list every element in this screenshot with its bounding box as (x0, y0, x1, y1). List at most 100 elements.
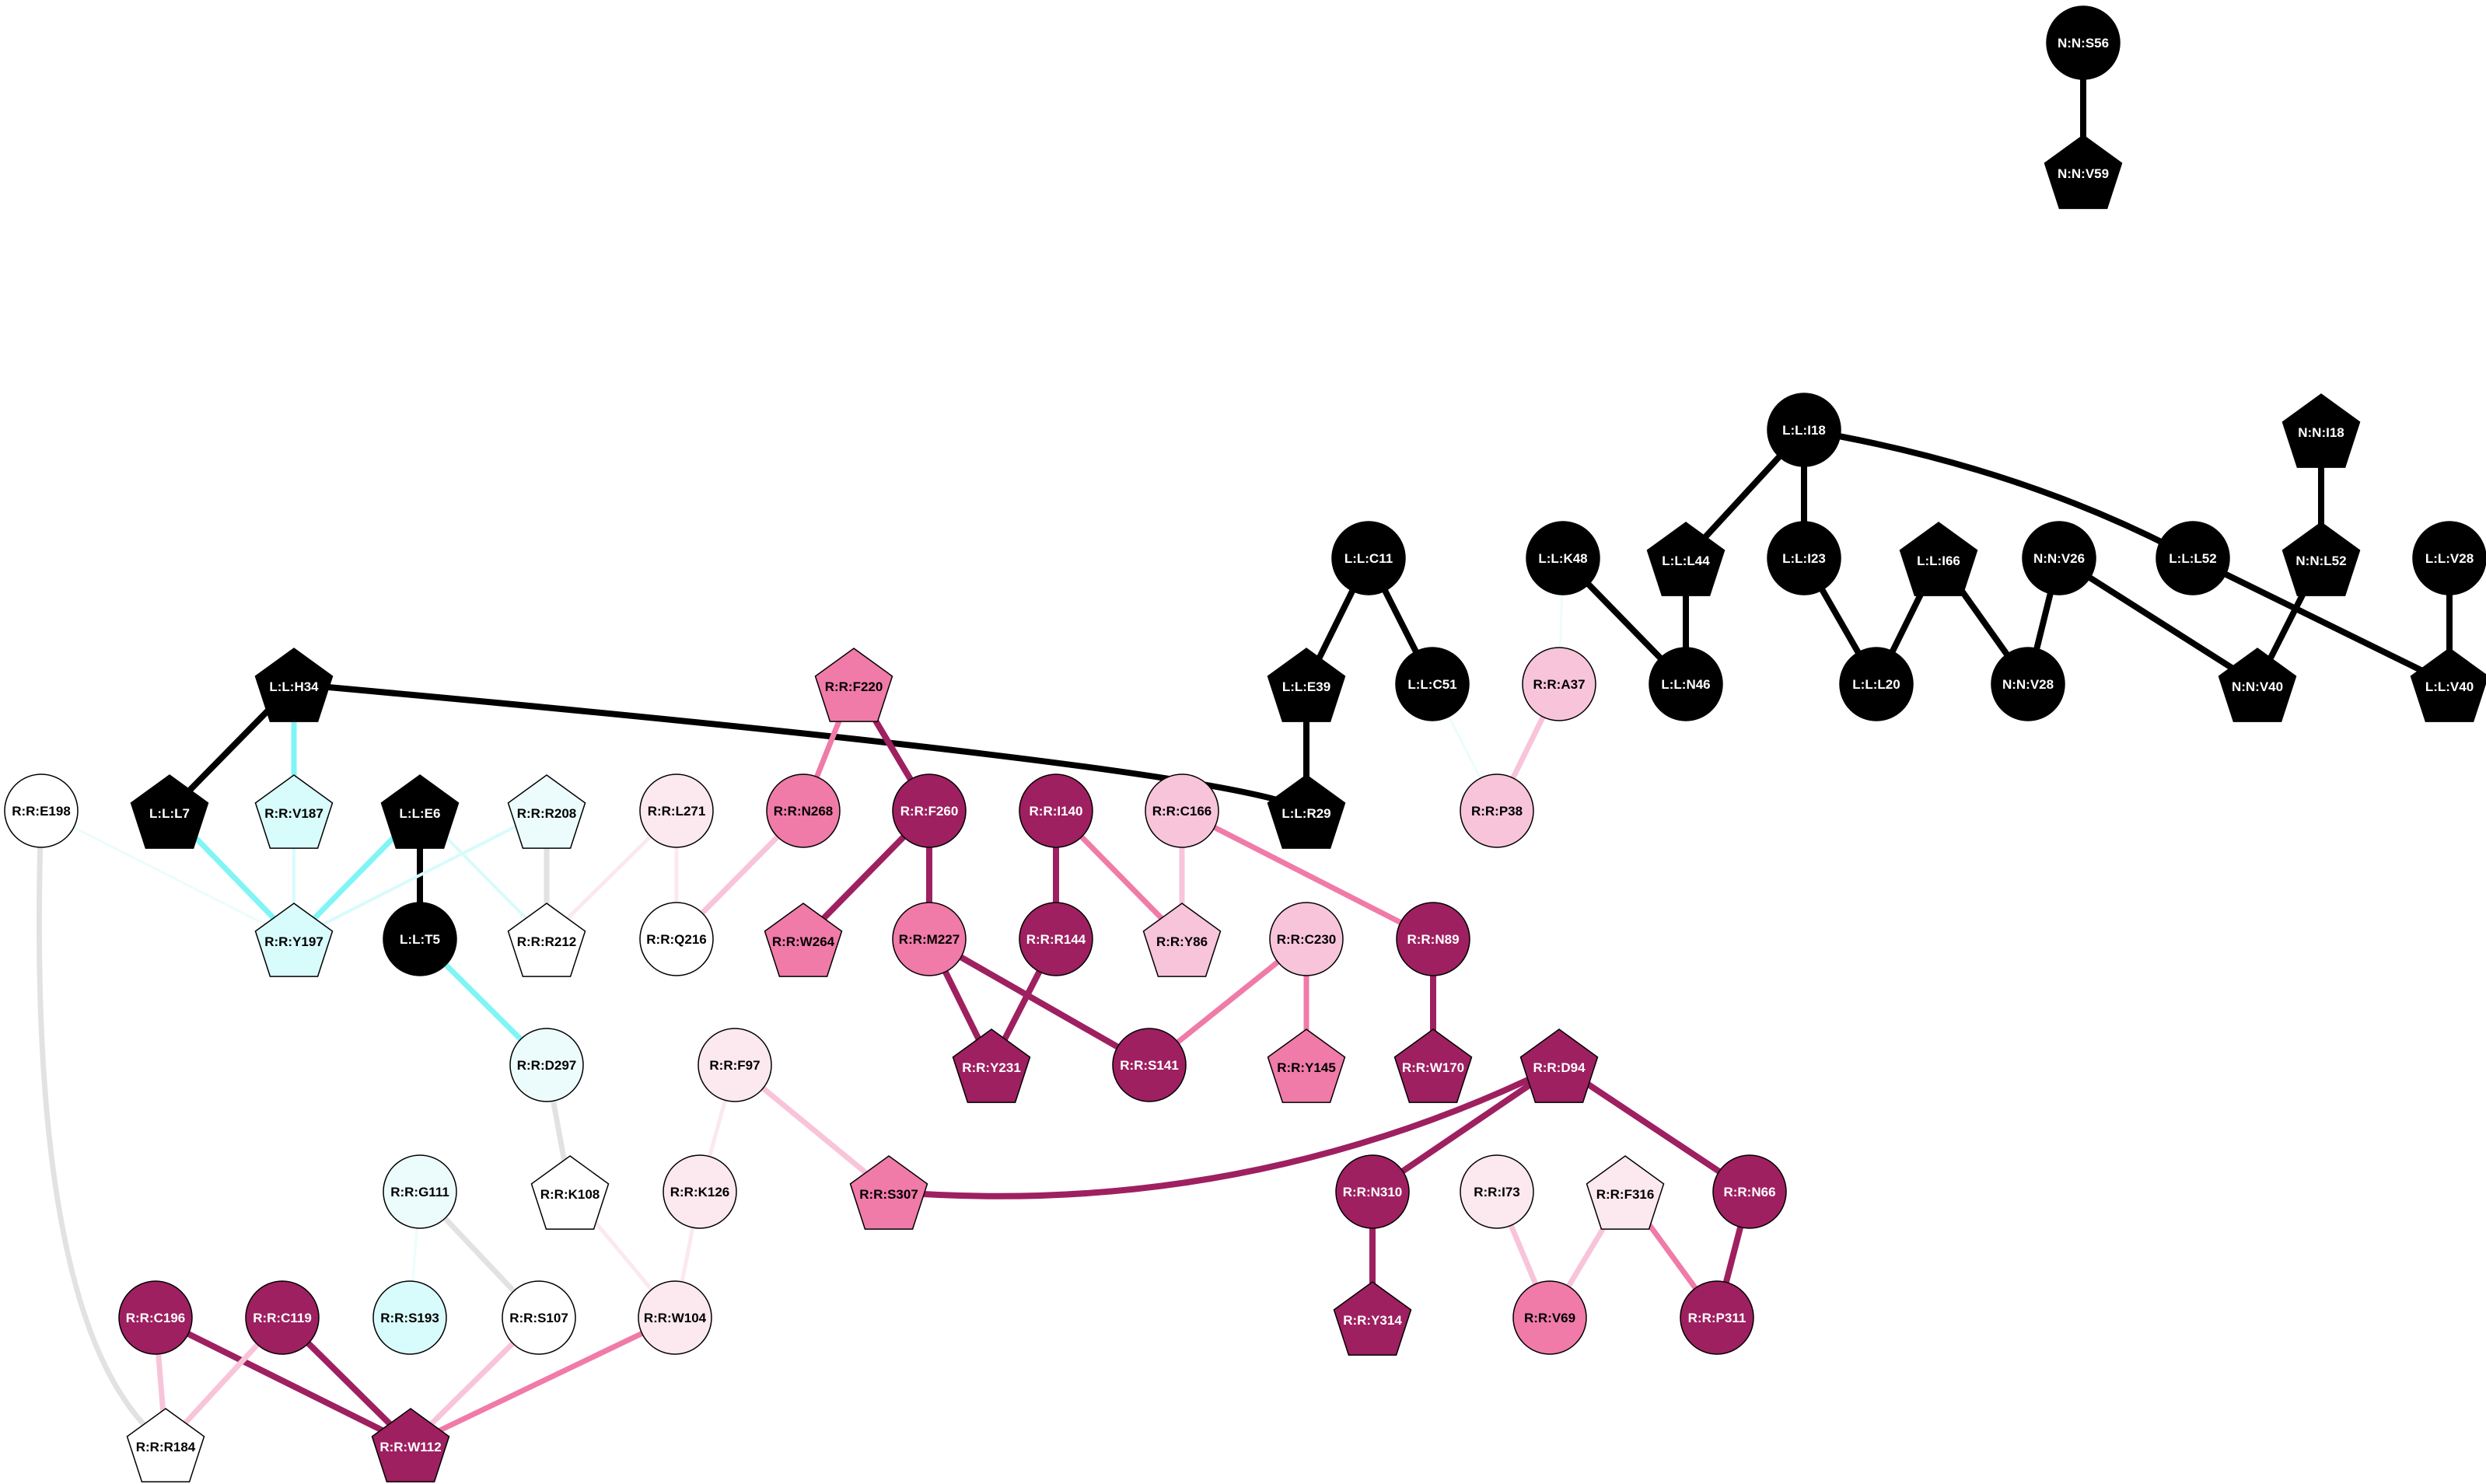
node-nl52[interactable]: N:N:L52 (2281, 522, 2361, 596)
node-ry197[interactable]: R:R:Y197 (254, 903, 334, 977)
node-label: L:L:L7 (149, 806, 190, 821)
node-ll20[interactable]: L:L:L20 (1839, 647, 1914, 721)
node-ry86[interactable]: R:R:Y86 (1142, 903, 1222, 977)
node-rp38[interactable]: R:R:P38 (1460, 773, 1534, 848)
node-rf316[interactable]: R:R:F316 (1586, 1155, 1665, 1230)
node-lc51[interactable]: L:L:C51 (1395, 647, 1470, 721)
node-rn66[interactable]: R:R:N66 (1712, 1154, 1787, 1229)
node-lc11[interactable]: L:L:C11 (1331, 521, 1406, 595)
node-lv28[interactable]: L:L:V28 (2412, 521, 2486, 595)
node-ns56[interactable]: N:N:S56 (2046, 5, 2121, 80)
node-ln46[interactable]: L:L:N46 (1649, 647, 1723, 721)
node-rr144[interactable]: R:R:R144 (1019, 902, 1093, 976)
node-shape (2281, 522, 2361, 596)
node-rf97[interactable]: R:R:F97 (698, 1028, 772, 1102)
node-rc196[interactable]: R:R:C196 (118, 1280, 193, 1355)
node-rr184[interactable]: R:R:R184 (126, 1408, 205, 1482)
node-lh34[interactable]: L:L:H34 (254, 648, 334, 722)
node-shape (814, 648, 893, 722)
node-ll52[interactable]: L:L:L52 (2156, 521, 2230, 595)
node-rn310[interactable]: R:R:N310 (1335, 1154, 1410, 1229)
node-shape (849, 1155, 928, 1230)
node-rk108[interactable]: R:R:K108 (530, 1155, 610, 1230)
node-ry145[interactable]: R:R:Y145 (1267, 1028, 1346, 1103)
node-rk126[interactable]: R:R:K126 (663, 1154, 737, 1229)
node-rp311[interactable]: R:R:P311 (1680, 1280, 1754, 1355)
node-shape (892, 773, 967, 848)
node-shape (2046, 5, 2121, 80)
node-shape (1460, 773, 1534, 848)
node-shape (130, 774, 209, 849)
node-lk48[interactable]: L:L:K48 (1526, 521, 1600, 595)
node-rf220[interactable]: R:R:F220 (814, 648, 893, 722)
node-shape (639, 773, 714, 848)
node-label: R:R:W104 (644, 1311, 707, 1325)
node-li23[interactable]: L:L:I23 (1767, 521, 1841, 595)
edge-rw104-rw112 (407, 1315, 678, 1447)
node-label: R:R:K126 (670, 1185, 730, 1199)
node-rf260[interactable]: R:R:F260 (892, 773, 967, 848)
node-ll44[interactable]: L:L:L44 (1646, 522, 1726, 596)
node-rs107[interactable]: R:R:S107 (502, 1280, 576, 1355)
node-rs141[interactable]: R:R:S141 (1112, 1028, 1187, 1102)
node-re198[interactable]: R:R:E198 (4, 773, 79, 848)
node-rn89[interactable]: R:R:N89 (1396, 902, 1470, 976)
node-shape (1145, 773, 1219, 848)
node-shape (4, 773, 79, 848)
node-label: R:R:C230 (1277, 932, 1337, 947)
node-ni18[interactable]: N:N:I18 (2281, 393, 2361, 468)
node-rs307[interactable]: R:R:S307 (849, 1155, 928, 1230)
node-rl271[interactable]: R:R:L271 (639, 773, 714, 848)
node-ry314[interactable]: R:R:Y314 (1333, 1281, 1412, 1356)
node-label: L:L:N46 (1661, 677, 1710, 692)
node-rd94[interactable]: R:R:D94 (1519, 1028, 1599, 1103)
node-shape (639, 902, 714, 976)
node-shape (507, 774, 586, 849)
node-rv69[interactable]: R:R:V69 (1512, 1280, 1587, 1355)
node-rn268[interactable]: R:R:N268 (766, 773, 841, 848)
node-li18[interactable]: L:L:I18 (1767, 393, 1841, 467)
edge-lh34-lr29 (291, 681, 1309, 814)
node-lr29[interactable]: L:L:R29 (1267, 774, 1346, 849)
node-shape (638, 1280, 712, 1355)
node-rm227[interactable]: R:R:M227 (892, 902, 967, 976)
node-rd297[interactable]: R:R:D297 (509, 1028, 584, 1102)
node-nv40[interactable]: N:N:V40 (2218, 648, 2297, 722)
node-ll7[interactable]: L:L:L7 (130, 774, 209, 849)
node-shape (372, 1280, 447, 1355)
node-shape (509, 1028, 584, 1102)
node-rw104[interactable]: R:R:W104 (638, 1280, 712, 1355)
node-shape (1395, 647, 1470, 721)
node-shape (1267, 1028, 1346, 1103)
node-rr208[interactable]: R:R:R208 (507, 774, 586, 849)
node-ra37[interactable]: R:R:A37 (1522, 647, 1596, 721)
node-label: R:R:E198 (12, 804, 71, 819)
node-label: L:L:V28 (2425, 551, 2474, 566)
node-label: R:R:M227 (899, 932, 960, 947)
node-rv187[interactable]: R:R:V187 (254, 774, 334, 849)
node-rc230[interactable]: R:R:C230 (1269, 902, 1344, 976)
node-lt5[interactable]: L:L:T5 (383, 902, 457, 976)
node-rw170[interactable]: R:R:W170 (1393, 1028, 1473, 1103)
node-ri140[interactable]: R:R:I140 (1019, 773, 1093, 848)
node-shape (1267, 648, 1346, 722)
node-le39[interactable]: L:L:E39 (1267, 648, 1346, 722)
node-ri73[interactable]: R:R:I73 (1460, 1154, 1534, 1229)
node-rc166[interactable]: R:R:C166 (1145, 773, 1219, 848)
node-le6[interactable]: L:L:E6 (380, 774, 460, 849)
node-nv26[interactable]: N:N:V26 (2022, 521, 2096, 595)
node-rr212[interactable]: R:R:R212 (507, 903, 586, 977)
node-li66[interactable]: L:L:I66 (1899, 522, 1978, 596)
node-nv59[interactable]: N:N:V59 (2044, 134, 2123, 209)
node-rw112[interactable]: R:R:W112 (371, 1408, 450, 1482)
node-label: L:L:C11 (1344, 551, 1393, 566)
node-ry231[interactable]: R:R:Y231 (952, 1028, 1031, 1103)
node-rw264[interactable]: R:R:W264 (764, 903, 843, 977)
node-rs193[interactable]: R:R:S193 (372, 1280, 447, 1355)
node-rq216[interactable]: R:R:Q216 (639, 902, 714, 976)
node-rg111[interactable]: R:R:G111 (383, 1154, 457, 1229)
node-nv28[interactable]: N:N:V28 (1991, 647, 2065, 721)
node-rc119[interactable]: R:R:C119 (245, 1280, 320, 1355)
node-lv40[interactable]: L:L:V40 (2410, 648, 2486, 722)
